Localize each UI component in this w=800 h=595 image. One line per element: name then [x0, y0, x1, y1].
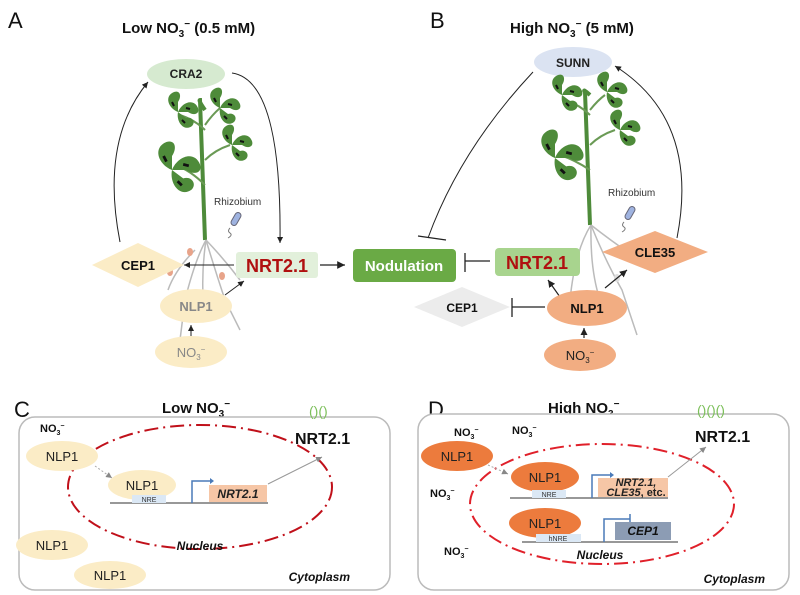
no3-label-d-4: NO3− [444, 546, 469, 560]
transporter-label-c: NRT2.1 [295, 431, 350, 448]
nodulation-node [353, 249, 456, 282]
transporter-icon-c: ()() [309, 403, 328, 419]
nlp1-cytoplasm-d [421, 441, 493, 471]
nucleus-label-d: Nucleus [577, 548, 624, 562]
nrt21-label-b: NRT2.1 [506, 253, 568, 273]
promoter-arrow-d-1 [591, 474, 610, 498]
cra2-label: CRA2 [170, 67, 203, 81]
nucleus-boundary-d [469, 443, 735, 565]
promoter-arrow-c [191, 480, 210, 503]
cep1-label-b: CEP1 [446, 301, 478, 315]
sunn-label: SUNN [556, 56, 590, 70]
rhizobium-label-b: Rhizobium [608, 188, 655, 199]
nlp1-cytoplasm-c-1 [26, 441, 98, 471]
nodulation-group: Nodulation [320, 249, 456, 282]
inhibit-sunn-to-nodulation [427, 71, 534, 239]
gene-box-c [209, 485, 267, 502]
panel-c-title: Low NO3− [162, 399, 230, 420]
arrow-nlp1-to-nrt21-b [547, 279, 561, 298]
panel-c: C Low NO3− ()() NRT2.1 NO3− NLP1 NLP1 NR… [14, 397, 391, 591]
arrow-nlp1-to-nrt21-a [224, 280, 245, 296]
nre-box-c [132, 495, 166, 503]
nlp1-label-c-4: NLP1 [94, 568, 127, 583]
nrt21-node-b [495, 248, 580, 276]
panel-d: D High NO3− ()()() NRT2.1 NO3− NO3− NO3−… [417, 397, 790, 591]
cytoplasm-label-d: Cytoplasm [704, 572, 766, 586]
repressed-promoter-d-2 [603, 518, 630, 542]
arrow-gene-to-transporter-d [667, 446, 707, 478]
nucleus-label-c: Nucleus [177, 539, 224, 553]
cle35-node [602, 231, 708, 273]
nlp1-nucleus-d-2 [509, 508, 581, 538]
cep1-node-b [414, 287, 510, 327]
panel-letter-b: B [430, 8, 445, 33]
nlp1-node-a [160, 289, 232, 323]
cra2-node [147, 59, 225, 89]
nodulation-label: Nodulation [365, 258, 443, 275]
nlp1-label-b: NLP1 [570, 301, 603, 316]
no3-label-a: NO3− [177, 345, 206, 362]
gene-label-d-line2: CLE35, etc. [606, 487, 665, 499]
sunn-node [534, 47, 612, 77]
panel-b: B High NO3− (5 mM) SUNN Rhizo [414, 8, 708, 371]
transporter-icon-d: ()()() [697, 402, 725, 418]
rhizobium-label-a: Rhizobium [214, 197, 261, 208]
no3-node-a [155, 336, 227, 368]
nre-label-d: NRE [542, 492, 557, 499]
nlp1-nucleus-c [108, 470, 176, 500]
nlp1-label-d-2: NLP1 [529, 470, 562, 485]
nucleus-boundary-c [67, 424, 333, 550]
cep1-label-a: CEP1 [121, 258, 155, 273]
gene-label-d-line1: NRT2.1, [616, 477, 657, 489]
nlp1-label-d-1: NLP1 [441, 449, 474, 464]
arrow-nlp1-import-c [94, 465, 113, 479]
arrow-gene-to-transporter-c [267, 456, 323, 485]
nlp1-label-c-2: NLP1 [126, 478, 159, 493]
no3-label-d-2: NO3− [512, 425, 537, 439]
nlp1-node-b [547, 290, 627, 326]
nlp1-cytoplasm-c-2 [16, 530, 88, 560]
panel-letter-a: A [8, 8, 23, 33]
no3-node-b [544, 339, 616, 371]
nlp1-label-c-3: NLP1 [36, 538, 69, 553]
hnre-label-d: hNRE [549, 536, 568, 543]
no3-label-d-1: NO3− [454, 427, 479, 441]
no3-label-d-3: NO3− [430, 488, 455, 502]
nre-label-c: NRE [142, 497, 157, 504]
arrow-nlp1-to-cle35 [604, 269, 628, 289]
nlp1-cytoplasm-c-3 [74, 561, 146, 589]
nrt21-node-a [236, 252, 318, 278]
arrow-cle35-to-sunn [614, 65, 683, 239]
cytoplasm-label-c: Cytoplasm [289, 570, 351, 584]
nrt21-label-a: NRT2.1 [246, 256, 308, 276]
nlp1-label-a: NLP1 [179, 299, 212, 314]
panel-b-title: High NO3− (5 mM) [510, 19, 634, 40]
nlp1-label-c-1: NLP1 [46, 449, 79, 464]
panel-letter-c: C [14, 397, 30, 422]
arrow-cra2-to-nrt21 [231, 72, 284, 244]
cep1-gene-label-d: CEP1 [627, 524, 659, 538]
panel-a-title: Low NO3− (0.5 mM) [122, 19, 255, 40]
cep1-node-a [92, 243, 184, 287]
hnre-box-d [536, 534, 581, 542]
no3-label-b: NO3− [566, 348, 595, 365]
transporter-label-d: NRT2.1 [695, 429, 750, 446]
panel-a: A Low NO3− (0.5 mM) [8, 8, 318, 368]
cle35-label: CLE35 [635, 245, 675, 260]
rhizobium-icon-b [621, 206, 636, 233]
nlp1-nucleus-d-1 [511, 462, 579, 492]
nlp1-label-d-3: NLP1 [529, 516, 562, 531]
rhizobium-icon-a [227, 212, 242, 239]
cep1-gene-box-d [615, 522, 671, 540]
nre-box-d [532, 490, 566, 498]
gene-label-c: NRT2.1 [217, 487, 258, 501]
arrow-cep1-to-cra2 [113, 81, 149, 243]
no3-label-c: NO3− [40, 423, 65, 437]
gene-box-d [598, 478, 668, 497]
